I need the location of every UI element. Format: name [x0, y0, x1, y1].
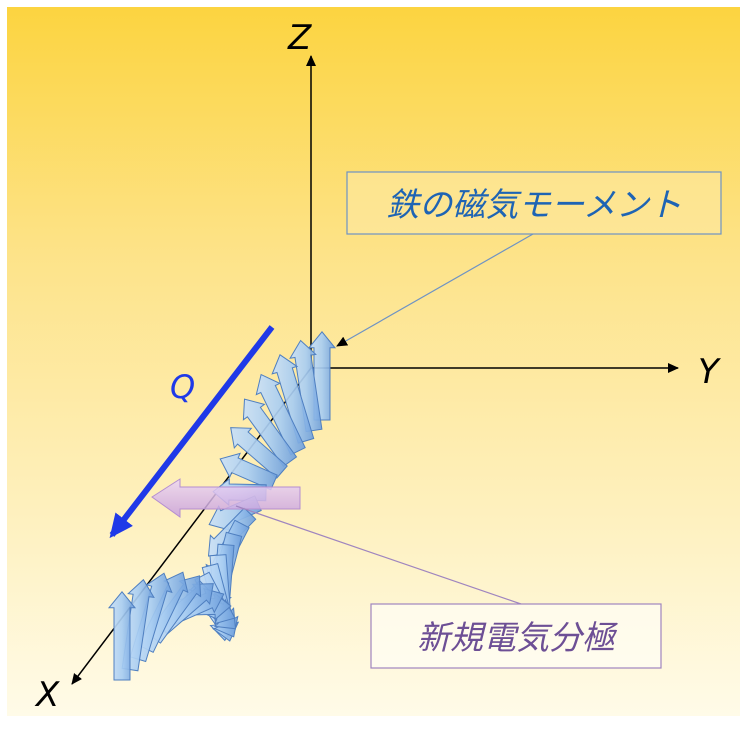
q-vector-arrow: [109, 325, 275, 539]
x-axis-label: X: [34, 675, 60, 715]
magnetic-moment-callout-text: 鉄の磁気モーメント: [386, 185, 682, 224]
z-axis-label: Z: [287, 18, 312, 58]
x-axis: [71, 367, 312, 685]
polarization-leader-line: [235, 505, 522, 605]
polarization-arrow: [151, 478, 301, 518]
y-axis-label: Y: [698, 352, 721, 392]
magnetic-moment-callout-box: [346, 171, 722, 235]
polarization-callout-box: [370, 603, 662, 669]
q-vector-label: Q: [170, 368, 195, 406]
polarization-callout-text: 新規電気分極: [417, 618, 619, 657]
magnetic-moment-leader-line: [336, 233, 534, 347]
spin-arrow: [107, 591, 137, 681]
background-panel: [7, 7, 740, 716]
